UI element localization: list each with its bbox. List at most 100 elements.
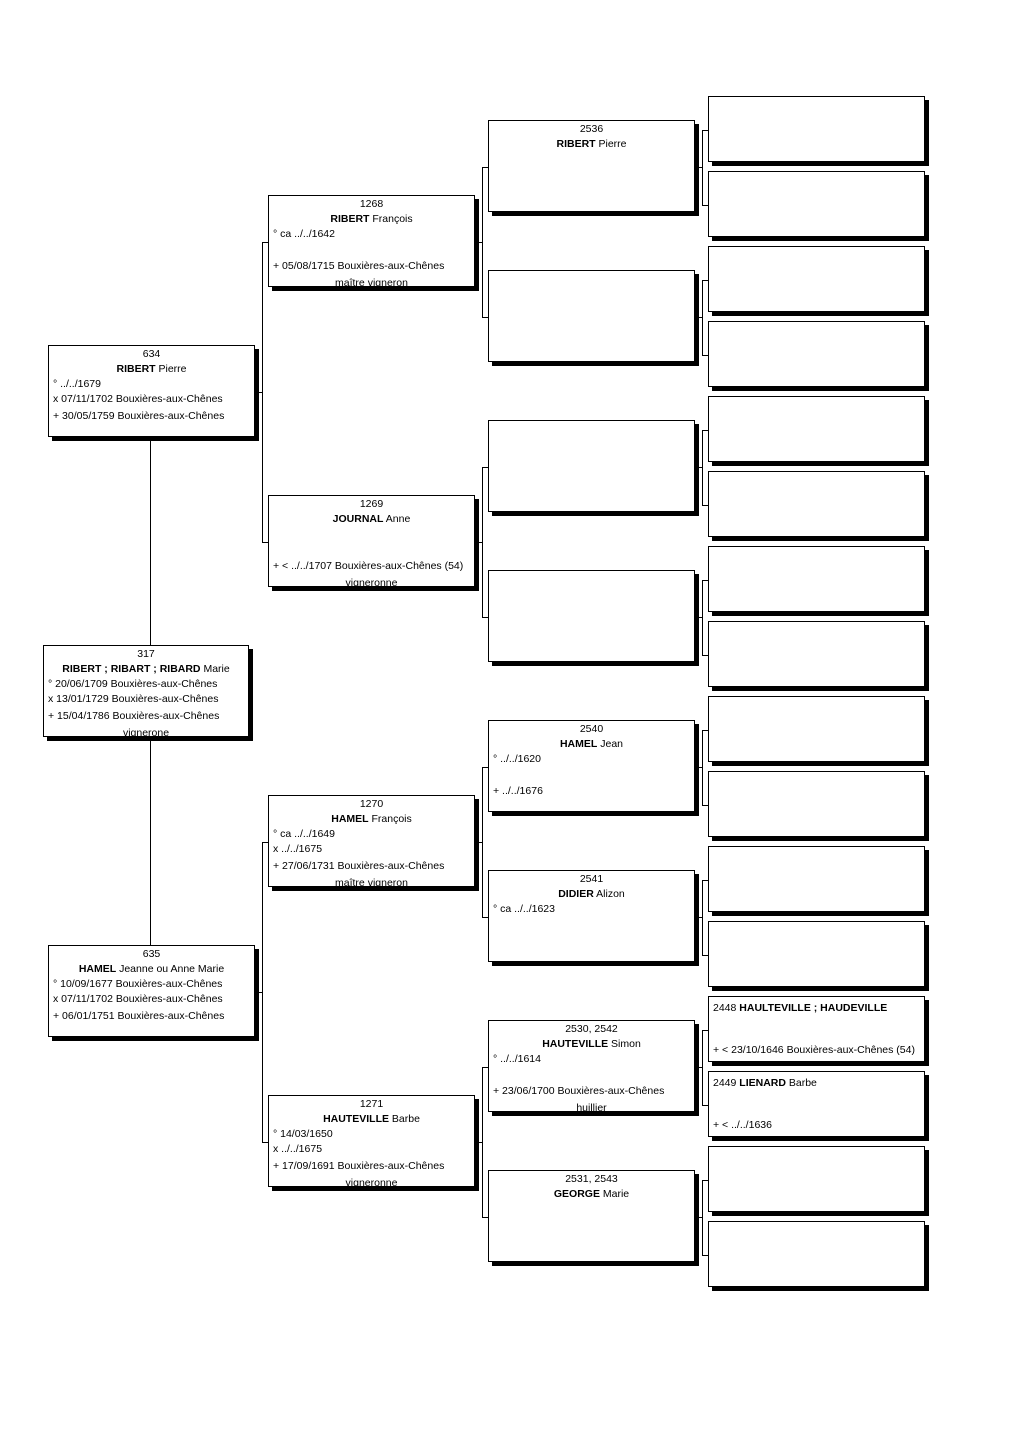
connector-line: [482, 167, 489, 168]
connector-line: [696, 917, 703, 918]
person-box-2531[interactable]: 2531, 2543 GEORGE Marie: [488, 1170, 695, 1262]
connector-line: [702, 1030, 709, 1031]
person-number: 2448: [713, 1002, 737, 1014]
given-name: Alizon: [596, 888, 625, 900]
connector-line: [702, 655, 709, 656]
connector-line: [696, 317, 703, 318]
person-box-2541[interactable]: 2541 DIDIER Alizon ° ca ../../1623: [488, 870, 695, 962]
given-name: Marie: [602, 1188, 630, 1200]
empty-line: [489, 1067, 694, 1082]
person-box-1269[interactable]: 1269 JOURNAL Anne + < ../../1707 Bouxièr…: [268, 495, 475, 587]
connector-line: [262, 842, 269, 843]
surname: HAMEL: [78, 963, 117, 975]
person-name: JOURNAL Anne: [269, 512, 474, 527]
connector-line: [702, 955, 709, 956]
given-name: François: [372, 213, 413, 225]
person-name: HAUTEVILLE Simon: [489, 1037, 694, 1052]
person-box-empty[interactable]: [708, 471, 925, 537]
occupation: vignerone: [122, 727, 170, 737]
person-box-2536[interactable]: 2536 RIBERT Pierre: [488, 120, 695, 212]
marriage-line: x 13/01/1729 Bouxières-aux-Chênes: [48, 693, 219, 705]
given-name: Barbe: [788, 1077, 817, 1089]
person-number: 317: [137, 648, 155, 660]
surname: RIBERT: [556, 138, 596, 150]
connector-line: [702, 505, 709, 506]
person-box-empty[interactable]: [708, 396, 925, 462]
person-box-empty[interactable]: [708, 1146, 925, 1212]
surname: HAMEL: [559, 738, 598, 750]
death-line: + 05/08/1715 Bouxières-aux-Chênes: [273, 260, 445, 272]
person-number: 1268: [359, 198, 384, 210]
given-name: Anne: [385, 513, 411, 525]
empty-line: [269, 527, 474, 542]
connector-line: [696, 1217, 703, 1218]
birth-line: ° ca ../../1623: [493, 903, 555, 915]
person-box-empty[interactable]: [488, 570, 695, 662]
birth-line: ° ../../1614: [493, 1053, 541, 1065]
surname: HAUTEVILLE: [542, 1038, 609, 1050]
person-box-317[interactable]: 317 RIBERT ; RIBART ; RIBARD Marie ° 20/…: [43, 645, 249, 737]
person-box-empty[interactable]: [708, 1221, 925, 1287]
person-box-empty[interactable]: [488, 270, 695, 362]
person-box-empty[interactable]: [708, 621, 925, 687]
person-name: HAMEL François: [269, 812, 474, 827]
person-box-empty[interactable]: [708, 546, 925, 612]
occupation: maître vigneron: [335, 277, 408, 287]
person-box-1270[interactable]: 1270 HAMEL François ° ca ../../1649 x ..…: [268, 795, 475, 887]
person-box-empty[interactable]: [708, 321, 925, 387]
surname: LIENARD: [739, 1077, 786, 1089]
occupation: huillier: [576, 1102, 607, 1112]
person-number: 2530, 2542: [565, 1023, 618, 1035]
person-box-2448[interactable]: 2448 HAULTEVILLE ; HAUDEVILLE + < 23/10/…: [708, 996, 925, 1062]
connector-line: [696, 767, 703, 768]
connector-line: [150, 440, 151, 645]
person-box-empty[interactable]: [708, 846, 925, 912]
death-line: + 06/01/1751 Bouxières-aux-Chênes: [53, 1010, 225, 1022]
occupation: maître vigneron: [335, 877, 408, 887]
person-box-empty[interactable]: [708, 246, 925, 312]
connector-line: [702, 280, 709, 281]
person-box-635[interactable]: 635 HAMEL Jeanne ou Anne Marie ° 10/09/1…: [48, 945, 255, 1037]
person-name: 2448 HAULTEVILLE ; HAUDEVILLE: [709, 1001, 924, 1016]
connector-line: [702, 130, 709, 131]
person-name: HAUTEVILLE Barbe: [269, 1112, 474, 1127]
given-name: Marie: [203, 663, 230, 675]
person-box-empty[interactable]: [708, 696, 925, 762]
person-box-empty[interactable]: [708, 171, 925, 237]
person-box-empty[interactable]: [708, 96, 925, 162]
person-box-634[interactable]: 634 RIBERT Pierre ° ../../1679 x 07/11/1…: [48, 345, 255, 437]
person-box-empty[interactable]: [488, 420, 695, 512]
surname: RIBERT: [116, 363, 156, 375]
person-box-2540[interactable]: 2540 HAMEL Jean ° ../../1620 + ../../167…: [488, 720, 695, 812]
person-number: 2541: [579, 873, 604, 885]
empty-line: [489, 767, 694, 782]
death-line: + 15/04/1786 Bouxières-aux-Chênes: [48, 710, 220, 722]
connector-line: [702, 880, 709, 881]
connector-line: [696, 617, 703, 618]
death-line: + < ../../1707 Bouxières-aux-Chênes (54): [273, 560, 464, 572]
birth-line: ° 14/03/1650: [273, 1128, 333, 1140]
person-box-empty[interactable]: [708, 771, 925, 837]
connector-line: [262, 542, 269, 543]
person-number: 1269: [359, 498, 384, 510]
connector-line: [476, 242, 483, 243]
connector-line: [696, 167, 703, 168]
death-line: + 23/06/1700 Bouxières-aux-Chênes: [493, 1085, 665, 1097]
person-name: DIDIER Alizon: [489, 887, 694, 902]
connector-line: [702, 805, 709, 806]
connector-line: [482, 917, 489, 918]
person-number: 634: [142, 348, 161, 360]
person-box-2449[interactable]: 2449 LIENARD Barbe + < ../../1636: [708, 1071, 925, 1137]
person-name: 2449 LIENARD Barbe: [709, 1076, 924, 1091]
person-box-2530[interactable]: 2530, 2542 HAUTEVILLE Simon ° ../../1614…: [488, 1020, 695, 1112]
person-box-1271[interactable]: 1271 HAUTEVILLE Barbe ° 14/03/1650 x ../…: [268, 1095, 475, 1187]
person-box-1268[interactable]: 1268 RIBERT François ° ca ../../1642 + 0…: [268, 195, 475, 287]
person-box-empty[interactable]: [708, 921, 925, 987]
given-name: Pierre: [598, 138, 627, 150]
connector-line: [702, 430, 709, 431]
person-number: 635: [142, 948, 161, 960]
connector-line: [702, 580, 709, 581]
connector-line: [256, 392, 263, 393]
person-number: 2449: [713, 1077, 737, 1089]
